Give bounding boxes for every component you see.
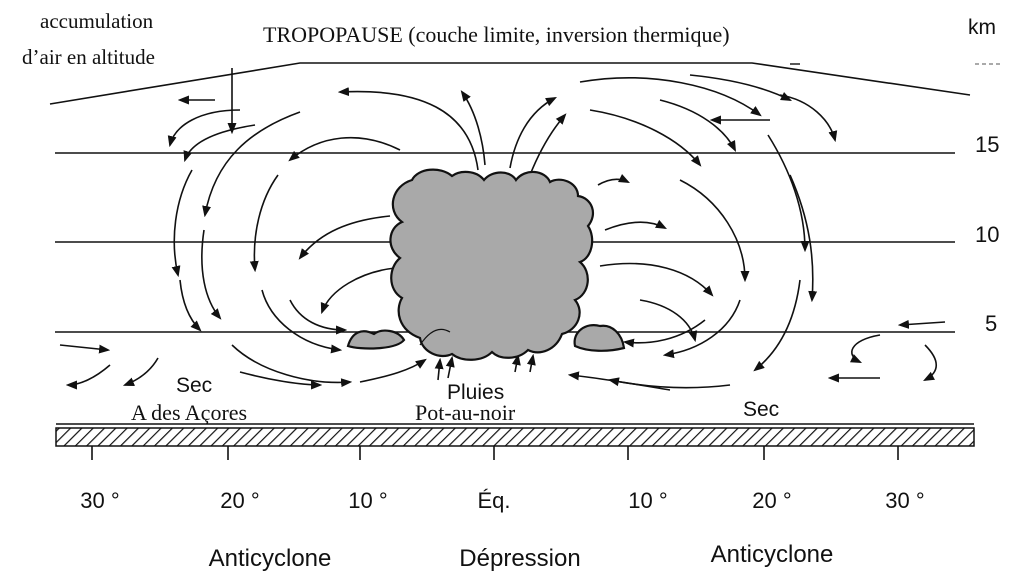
flow-arrow (60, 345, 108, 350)
flow-arrow (462, 92, 485, 165)
flow-arrow (900, 322, 945, 325)
tropopause-line (50, 63, 970, 104)
flow-arrow (290, 138, 400, 160)
flow-arrow (790, 175, 813, 300)
flow-arrow (755, 280, 800, 370)
flow-arrow (232, 345, 350, 382)
flow-arrow (205, 112, 300, 215)
flow-arrow (680, 180, 745, 280)
cumulonimbus-cloud (390, 170, 593, 360)
flow-arrow (262, 290, 340, 350)
flow-arrow (660, 100, 735, 150)
label-pot-au-noir: Pot-au-noir (415, 400, 516, 425)
flow-arrow (300, 216, 390, 258)
flow-arrow (322, 268, 395, 312)
flow-arrow (640, 300, 695, 340)
flow-arrow (254, 175, 278, 270)
flow-arrow (598, 179, 628, 185)
flow-arrow (438, 360, 440, 380)
altitude-axis: km 15 10 5 (968, 16, 1000, 336)
altitude-label-5: 5 (985, 311, 997, 336)
latitude-label: 20 ° (220, 488, 259, 513)
flow-arrow (605, 222, 665, 230)
small-cloud-left (348, 331, 404, 349)
flow-arrow (852, 335, 880, 362)
accumulation-note: accumulation d’air en altitude (22, 9, 232, 132)
label-sec-right: Sec (743, 398, 779, 421)
flow-arrow (530, 115, 565, 175)
flow-arrow (448, 358, 452, 378)
flow-arrow (68, 365, 110, 385)
latitude-label: 30 ° (885, 488, 924, 513)
label-sec-left: Sec (176, 374, 212, 397)
latitude-label: Éq. (477, 488, 510, 513)
accumulation-note-line-2: d’air en altitude (22, 45, 155, 69)
altitude-unit-label: km (968, 16, 996, 39)
flow-arrow (925, 345, 936, 380)
flow-arrow (780, 95, 835, 140)
latitude-label: 30 ° (80, 488, 119, 513)
flow-arrow (202, 230, 220, 318)
flow-arrow (360, 360, 425, 382)
small-cloud-right (575, 325, 624, 351)
altitude-label-15: 15 (975, 132, 999, 157)
latitude-label: 10 ° (628, 488, 667, 513)
flow-arrow (570, 375, 670, 390)
ground-hatched-band (56, 428, 974, 446)
flow-arrow (180, 280, 200, 330)
flow-arrow (290, 300, 345, 330)
zone-anticyclone-left: Anticyclone (209, 545, 332, 572)
altitude-label-10: 10 (975, 222, 999, 247)
accumulation-note-line-1: accumulation (40, 9, 154, 33)
zone-depression: Dépression (459, 545, 580, 572)
flow-arrow (240, 372, 320, 385)
label-a-des-acores: A des Açores (131, 400, 247, 425)
zone-anticyclone-right: Anticyclone (711, 541, 834, 568)
flow-arrow (590, 110, 700, 165)
flow-arrow (174, 170, 192, 275)
flow-arrow (530, 356, 533, 372)
flow-arrow (690, 75, 790, 100)
latitude-label: 10 ° (348, 488, 387, 513)
latitude-axis: 30 ° 20 ° 10 ° Éq. 10 ° 20 ° 30 ° (80, 446, 924, 513)
flow-arrow (665, 300, 740, 355)
latitude-label: 20 ° (752, 488, 791, 513)
flow-arrow (125, 358, 158, 385)
flow-arrow (510, 98, 555, 168)
tropopause-label: TROPOPAUSE (couche limite, inversion the… (263, 22, 730, 47)
flow-arrow (515, 356, 518, 372)
flow-arrow (600, 264, 712, 295)
flow-arrow (580, 78, 760, 115)
flow-arrow (340, 92, 478, 170)
